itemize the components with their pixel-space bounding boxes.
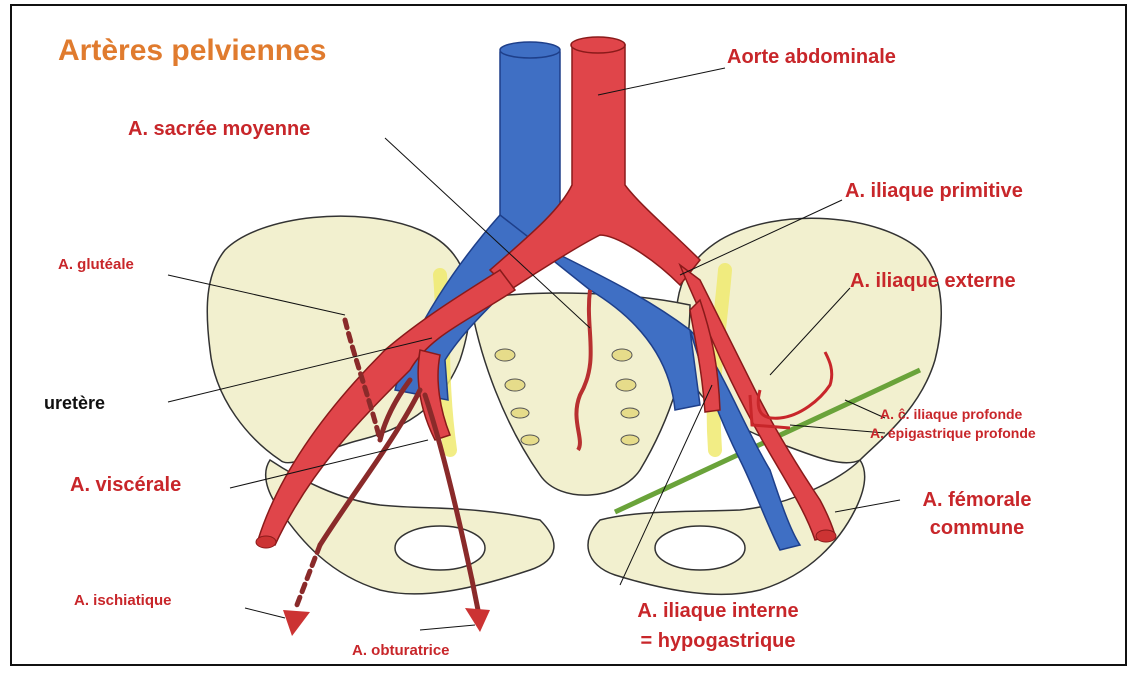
label-viscerale: A. viscérale (70, 474, 181, 497)
label-gluteale: A. glutéale (58, 256, 134, 273)
label-femorale-line2: commune (902, 514, 1052, 542)
label-iliaque-externe: A. iliaque externe (850, 270, 1016, 293)
ischiatic-arrowhead (283, 610, 310, 636)
label-obturatrice: A. obturatrice (352, 642, 450, 659)
left-obturator-foramen (395, 526, 485, 570)
right-obturator-foramen (655, 526, 745, 570)
label-aorte-abdominale: Aorte abdominale (727, 46, 896, 69)
label-iliaque-interne-line2: = hypogastrique (598, 626, 838, 656)
label-iliaque-interne-line1: A. iliaque interne (598, 596, 838, 626)
label-epigastrique-profonde: A. épigastrique profonde (870, 425, 1036, 441)
diagram-title: Artères pelviennes (58, 34, 326, 68)
label-iliaque-primitive: A. iliaque primitive (845, 180, 1023, 203)
label-femorale-commune: A. fémorale commune (902, 486, 1052, 542)
label-iliaque-interne: A. iliaque interne = hypogastrique (598, 596, 838, 656)
label-ischiatique: A. ischiatique (74, 592, 172, 609)
label-circonflexe-iliaque-profonde: A. ĉ. iliaque profonde (880, 406, 1022, 422)
label-femorale-line1: A. fémorale (902, 486, 1052, 514)
left-femoral-end (256, 536, 276, 548)
obturator-arrowhead (465, 608, 490, 632)
label-uretere: uretère (44, 393, 105, 414)
label-sacree-moyenne: A. sacrée moyenne (128, 118, 310, 141)
right-femoral-end (816, 530, 836, 542)
